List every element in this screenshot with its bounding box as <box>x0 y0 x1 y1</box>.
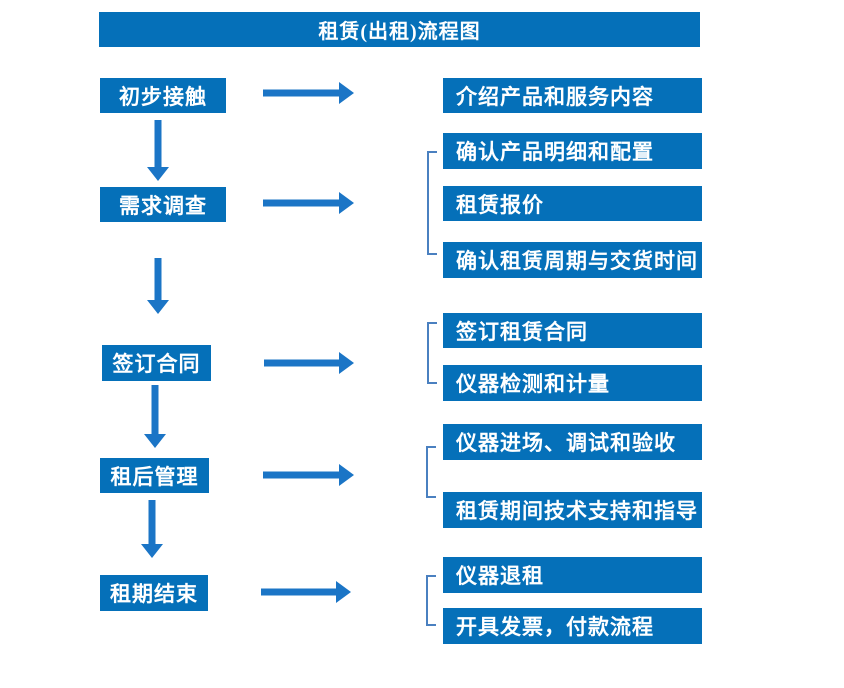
step-box-post-rental-management: 租后管理 <box>100 458 209 493</box>
step-label: 初步接触 <box>119 84 207 109</box>
bracket-icon <box>426 575 436 626</box>
arrow-head <box>141 544 163 558</box>
detail-label: 仪器退租 <box>456 564 544 588</box>
step-box-demand-survey: 需求调查 <box>100 187 226 222</box>
arrow-head <box>339 82 354 104</box>
arrow-right-icon <box>264 352 354 374</box>
detail-label: 租赁期间技术支持和指导 <box>456 499 698 523</box>
detail-box-confirm-product-details: 确认产品明细和配置 <box>443 133 702 169</box>
arrow-head <box>336 581 351 603</box>
arrow-down-icon <box>147 258 169 314</box>
bracket-icon <box>426 446 436 498</box>
arrow-head <box>147 167 169 181</box>
detail-label: 仪器进场、调试和验收 <box>456 431 676 455</box>
detail-box-instrument-return: 仪器退租 <box>443 557 702 593</box>
step-label: 需求调查 <box>119 193 207 218</box>
arrow-down-icon <box>147 120 169 181</box>
arrow-right-icon <box>261 581 351 603</box>
detail-label: 仪器检测和计量 <box>456 372 610 396</box>
step-box-rental-end: 租期结束 <box>100 575 208 611</box>
arrow-head <box>339 352 354 374</box>
detail-box-instrument-setup-acceptance: 仪器进场、调试和验收 <box>443 424 702 460</box>
arrow-head <box>147 300 169 314</box>
arrow-shaft <box>154 120 162 167</box>
arrow-down-icon <box>141 500 163 558</box>
detail-box-technical-support: 租赁期间技术支持和指导 <box>443 492 702 528</box>
step-label: 租期结束 <box>110 582 198 606</box>
detail-box-sign-rental-contract: 签订租赁合同 <box>443 313 702 348</box>
bracket-icon <box>427 151 437 255</box>
arrow-right-icon <box>263 82 354 104</box>
detail-box-confirm-rental-period: 确认租赁周期与交货时间 <box>443 242 702 278</box>
arrow-head <box>144 434 166 448</box>
arrow-shaft <box>263 199 339 207</box>
arrow-head <box>339 192 354 214</box>
arrow-shaft <box>263 471 339 479</box>
arrow-shaft <box>154 258 162 300</box>
detail-label: 签订租赁合同 <box>456 319 588 344</box>
step-label: 签订合同 <box>112 352 201 376</box>
bracket-icon <box>427 322 437 384</box>
arrow-shaft <box>148 500 156 544</box>
step-box-sign-contract: 签订合同 <box>102 345 211 381</box>
arrow-shaft <box>264 359 339 367</box>
arrow-shaft <box>151 385 159 434</box>
page-title: 租赁(出租)流程图 <box>318 21 481 43</box>
arrow-right-icon <box>263 192 354 214</box>
detail-label: 确认产品明细和配置 <box>456 140 654 164</box>
arrow-head <box>339 464 354 486</box>
detail-label: 租赁报价 <box>456 192 544 217</box>
detail-label: 介绍产品和服务内容 <box>456 84 654 109</box>
step-label: 租后管理 <box>110 464 199 489</box>
detail-box-introduce-products: 介绍产品和服务内容 <box>443 78 702 113</box>
detail-label: 确认租赁周期与交货时间 <box>456 249 698 273</box>
arrow-shaft <box>261 588 336 596</box>
detail-box-invoice-payment: 开具发票，付款流程 <box>443 608 702 644</box>
arrow-down-icon <box>144 385 166 448</box>
title-bar: 租赁(出租)流程图 <box>99 12 700 47</box>
detail-box-rental-quotation: 租赁报价 <box>443 186 702 221</box>
arrow-shaft <box>263 89 339 97</box>
detail-label: 开具发票，付款流程 <box>456 615 654 639</box>
detail-box-instrument-inspection: 仪器检测和计量 <box>443 365 702 401</box>
arrow-right-icon <box>263 464 354 486</box>
step-box-initial-contact: 初步接触 <box>100 78 226 113</box>
